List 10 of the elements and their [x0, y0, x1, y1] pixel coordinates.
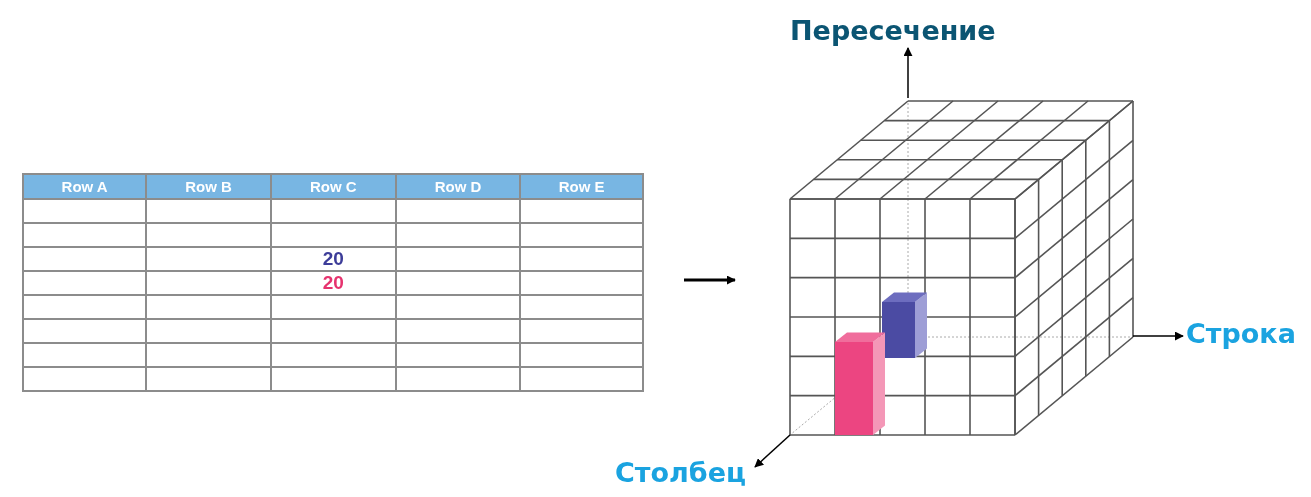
header-cell: Row E: [520, 174, 643, 199]
header-cell: Row D: [395, 174, 521, 199]
axis-label: Строка: [1186, 318, 1296, 349]
axis-label: Пересечение: [790, 15, 996, 46]
header-cell: Row B: [146, 174, 271, 199]
axis-label: Столбец: [615, 457, 746, 488]
header-cell: Row C: [270, 174, 396, 199]
table-cell: 20: [270, 271, 396, 295]
header-cell: Row A: [23, 174, 147, 199]
table-cell: 20: [270, 247, 396, 271]
